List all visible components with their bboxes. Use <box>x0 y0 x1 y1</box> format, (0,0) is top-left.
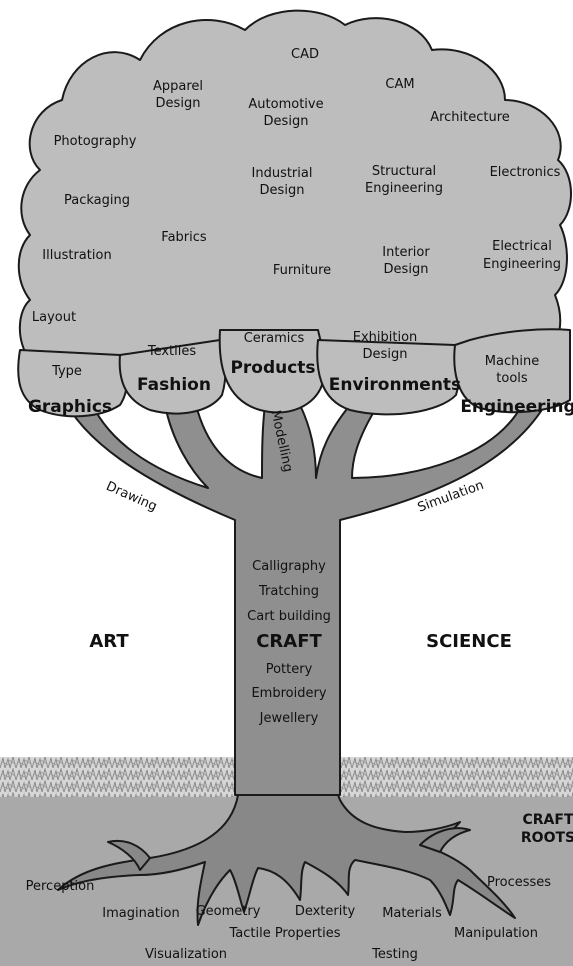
label-exhibition: Exhibition <box>353 330 418 345</box>
label-cad: CAD <box>291 47 319 62</box>
root-tactile: Tactile Properties <box>228 926 340 941</box>
trunk-item: Calligraphy <box>252 559 326 574</box>
label-interior-2: Design <box>384 262 429 277</box>
label-type: Type <box>51 364 82 379</box>
trunk-item: Pottery <box>266 662 313 677</box>
label-structural: Structural <box>372 164 436 179</box>
label-structural-2: Engineering <box>365 181 443 196</box>
trunk-item: Tratching <box>258 584 319 599</box>
label-layout: Layout <box>32 310 76 325</box>
label-packaging: Packaging <box>64 193 130 208</box>
branch-environments: Environments <box>329 375 461 395</box>
limb-drawing: Drawing <box>104 479 159 515</box>
label-industrial-2: Design <box>260 183 305 198</box>
label-photography: Photography <box>54 134 137 149</box>
root-testing: Testing <box>371 947 418 962</box>
root-visualization: Visualization <box>145 947 227 962</box>
label-apparel-2: Design <box>156 96 201 111</box>
label-cam: CAM <box>385 77 414 92</box>
label-fabrics: Fabrics <box>161 230 207 245</box>
label-automotive-2: Design <box>264 114 309 129</box>
trunk-item: Embroidery <box>251 686 326 701</box>
canopy-labels: CAD CAM Apparel Design Automotive Design… <box>28 47 573 417</box>
trunk-item: Jewellery <box>259 711 319 726</box>
label-ceramics: Ceramics <box>244 331 305 346</box>
branch-engineering: Engineering <box>460 397 573 417</box>
label-textiles: Textiles <box>147 344 197 359</box>
trunk <box>61 394 546 796</box>
root-imagination: Imagination <box>102 906 179 921</box>
label-exhibition-2: Design <box>363 347 408 362</box>
root-materials: Materials <box>382 906 442 921</box>
label-illustration: Illustration <box>42 248 111 263</box>
roots-title-2: ROOTS <box>521 830 573 846</box>
label-furniture: Furniture <box>273 263 331 278</box>
root-manipulation: Manipulation <box>454 926 538 941</box>
label-industrial: Industrial <box>252 166 313 181</box>
label-automotive: Automotive <box>248 97 323 112</box>
root-geometry: Geometry <box>196 904 261 919</box>
label-apparel: Apparel <box>153 79 203 94</box>
branch-graphics: Graphics <box>28 397 112 417</box>
side-label-art: ART <box>89 631 129 652</box>
label-electrical: Electrical <box>492 239 552 254</box>
label-electronics: Electronics <box>490 165 561 180</box>
trunk-labels: Calligraphy Tratching Cart building CRAF… <box>247 559 331 726</box>
label-machine-2: tools <box>496 371 528 386</box>
label-interior: Interior <box>382 245 430 260</box>
engineering-lobe <box>453 328 571 414</box>
roots-title: CRAFT <box>522 812 573 828</box>
canopy <box>17 9 572 418</box>
roots <box>57 794 516 926</box>
label-machine: Machine <box>485 354 539 369</box>
label-electrical-2: Engineering <box>483 257 561 272</box>
trunk-item: Cart building <box>247 609 331 624</box>
trunk-title-craft: CRAFT <box>256 631 322 652</box>
root-perception: Perception <box>26 879 95 894</box>
root-dexterity: Dexterity <box>295 904 356 919</box>
root-processes: Processes <box>487 875 551 890</box>
branch-fashion: Fashion <box>137 375 211 395</box>
roots-labels: CRAFT ROOTS Perception Imagination Geome… <box>26 812 573 962</box>
branch-products: Products <box>230 358 315 378</box>
side-label-science: SCIENCE <box>426 631 512 652</box>
label-architecture: Architecture <box>430 110 510 125</box>
